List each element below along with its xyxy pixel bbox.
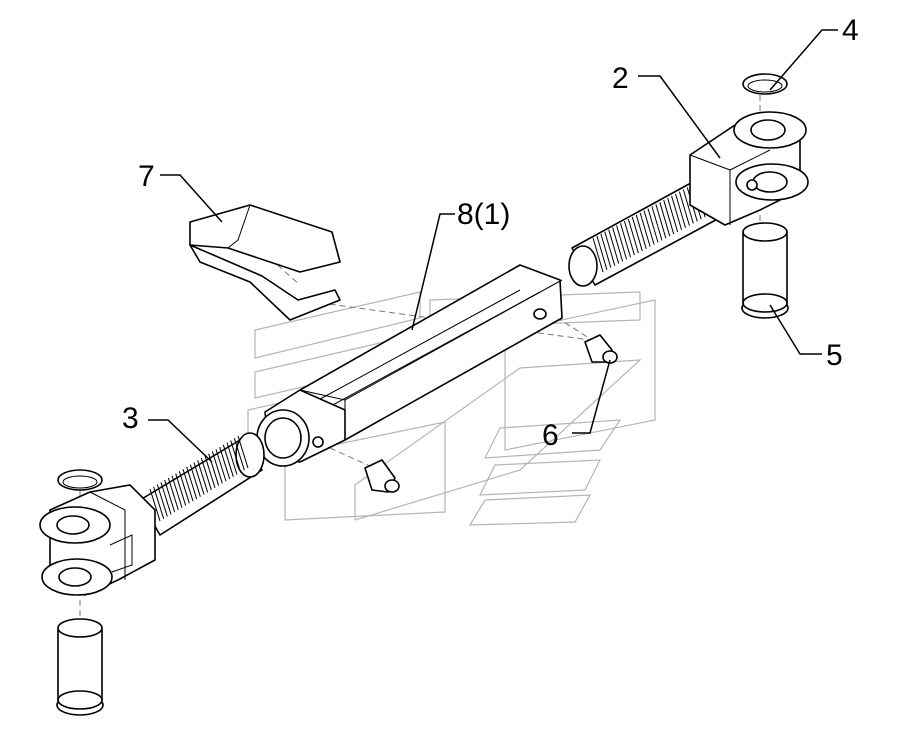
leader-lines	[148, 29, 838, 463]
thread-lines-left	[149, 435, 249, 522]
thread-line	[639, 212, 651, 247]
thread-line	[635, 214, 647, 249]
thread-lines-right	[592, 178, 714, 273]
thread-line	[204, 455, 216, 489]
turnbuckle-body-part-8	[256, 264, 563, 467]
thread-line	[178, 471, 190, 504]
pin-left	[56, 618, 104, 716]
grease-nipple-lower	[364, 459, 400, 493]
thread-line	[663, 199, 675, 235]
clip-plate-part-7	[189, 204, 341, 321]
thread-line	[156, 484, 168, 517]
thread-line	[189, 464, 201, 497]
thread-line	[620, 223, 631, 258]
pin-part-5	[741, 222, 789, 319]
thread-line	[219, 446, 231, 480]
thread-line	[682, 189, 694, 224]
thread-line	[230, 440, 242, 473]
callout-5: 5	[826, 339, 843, 372]
thread-line	[164, 480, 176, 513]
snap-ring-part-4	[742, 73, 788, 95]
callout-3: 3	[122, 402, 139, 435]
thread-line	[608, 229, 620, 264]
thread-line	[186, 466, 198, 500]
thread-line	[655, 204, 667, 239]
threaded-rod-part-2	[568, 111, 809, 287]
callout-2: 2	[612, 62, 629, 95]
threaded-rod-part-3	[39, 432, 265, 596]
thread-line	[182, 468, 194, 502]
thread-line	[647, 208, 659, 243]
callout-4: 4	[842, 14, 859, 47]
thread-line	[171, 475, 183, 508]
thread-line	[659, 202, 671, 237]
thread-line	[167, 477, 179, 511]
thread-line	[612, 227, 624, 262]
thread-line	[604, 231, 616, 266]
thread-line	[193, 462, 205, 495]
thread-line	[149, 488, 161, 522]
thread-line	[675, 193, 686, 228]
thread-line	[631, 216, 643, 252]
thread-line	[208, 453, 220, 486]
thread-line	[600, 233, 612, 268]
callout-6: 6	[542, 419, 559, 452]
thread-line	[643, 210, 655, 245]
thread-line	[667, 197, 679, 233]
thread-line	[175, 473, 187, 506]
thread-line	[671, 195, 683, 230]
thread-line	[651, 206, 663, 241]
thread-line	[153, 486, 165, 519]
thread-line	[596, 235, 608, 271]
snap-ring-left	[57, 469, 103, 491]
thread-line	[200, 457, 212, 491]
thread-line	[627, 218, 639, 254]
thread-line	[616, 225, 628, 260]
thread-line	[592, 237, 604, 273]
thread-line	[211, 451, 223, 484]
thread-line	[226, 442, 238, 475]
thread-line	[197, 460, 209, 493]
thread-line	[237, 435, 249, 469]
thread-line	[623, 221, 635, 256]
thread-line	[678, 191, 690, 226]
grease-nipple-part-6	[584, 334, 618, 364]
thread-line	[215, 449, 227, 482]
callout-8: 8(1)	[457, 198, 510, 231]
thread-line	[222, 444, 234, 477]
thread-line	[160, 482, 172, 515]
callout-7: 7	[138, 160, 155, 193]
thread-line	[233, 438, 245, 471]
